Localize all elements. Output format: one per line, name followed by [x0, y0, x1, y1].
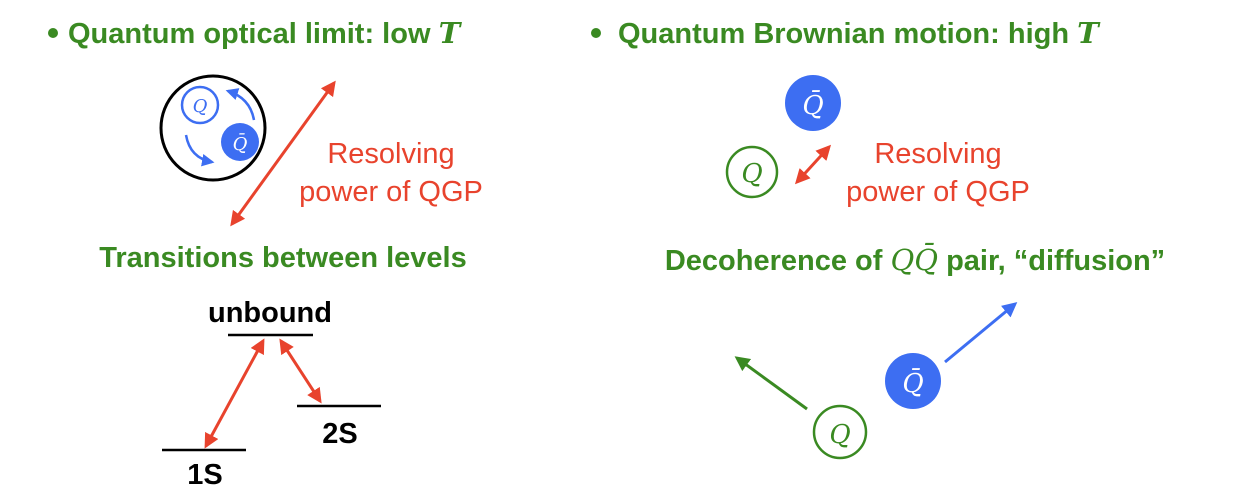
resolving-label: Resolving	[327, 138, 454, 170]
svg-text:2S: 2S	[322, 418, 357, 450]
svg-text:Q̄: Q̄	[802, 89, 823, 121]
antiquark-icon	[885, 353, 941, 409]
left-title: Quantum optical limit: low T	[68, 16, 463, 50]
resolving-label: Resolving	[874, 138, 1001, 170]
svg-text:Q̄: Q̄	[902, 367, 923, 399]
antiquark-icon	[785, 75, 841, 131]
svg-text:unbound: unbound	[208, 297, 332, 329]
bound-state-diagram: Q Q̄	[159, 74, 267, 182]
svg-text:Q̄: Q̄	[233, 132, 248, 155]
quark-diffusion-arrow	[734, 356, 808, 411]
resolving-arrow	[230, 80, 336, 227]
right-title: Quantum Brownian motion: high T	[618, 16, 1101, 50]
quark-icon	[812, 404, 868, 460]
svg-text:Q: Q	[193, 96, 208, 117]
svg-text:Q: Q	[741, 159, 762, 189]
energy-levels: unbound 2S 1S	[162, 297, 381, 491]
quark-icon	[180, 85, 220, 125]
antiquark-diffusion-arrow	[944, 302, 1018, 364]
bullet-icon	[591, 28, 601, 38]
svg-text:Q: Q	[829, 420, 850, 450]
resolving-label-2: power of QGP	[299, 176, 483, 208]
svg-text:1S: 1S	[187, 459, 222, 491]
resolving-arrow	[794, 144, 832, 185]
bullet-icon	[48, 28, 58, 38]
right-subtitle: Decoherence of QQ̄ pair, “diffusion”	[665, 242, 1165, 277]
quark-icon	[725, 145, 779, 199]
left-subtitle: Transitions between levels	[99, 242, 466, 274]
resolving-label-2: power of QGP	[846, 176, 1030, 208]
